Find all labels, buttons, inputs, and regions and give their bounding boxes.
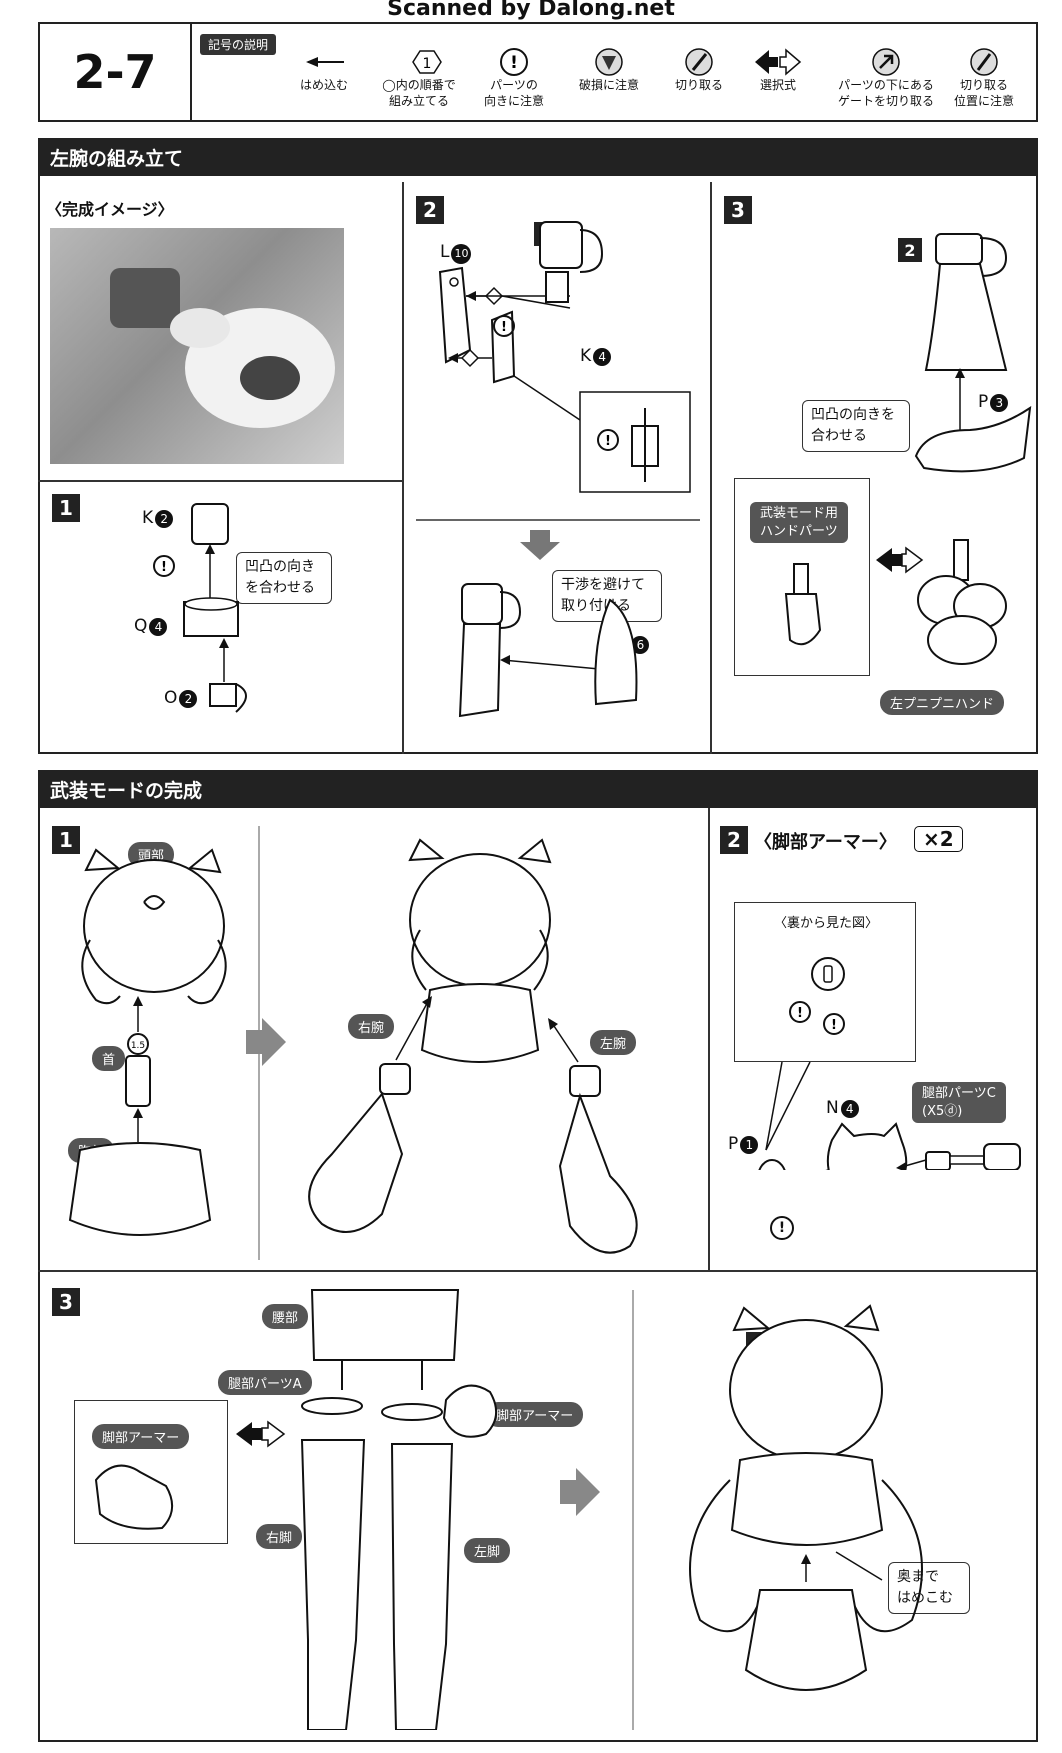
- right-leg-label: 右脚: [256, 1524, 303, 1549]
- back-view-label: 〈裏から見た図〉: [774, 916, 879, 931]
- svg-text:!: !: [831, 1018, 837, 1033]
- step1b-illustration: 1.5: [68, 838, 638, 1254]
- neck-size: 1.5: [131, 1041, 145, 1051]
- step3-callout: 凹凸の向きを 合わせる: [802, 400, 910, 452]
- cut-position-icon: [970, 48, 998, 76]
- neck-label: 首: [92, 1046, 126, 1071]
- step-1b-badge: 1: [52, 826, 80, 854]
- section-title-left-arm: 左腕の組み立て: [38, 138, 1038, 176]
- step-2-badge: 2: [416, 196, 444, 224]
- back-view-box: [734, 902, 916, 1062]
- cut-icon: [685, 48, 713, 76]
- preview-image: [50, 228, 344, 464]
- scan-credit: Scanned by Dalong.net: [387, 0, 675, 21]
- waist-label: 腰部: [262, 1304, 309, 1329]
- hand-option-box: [734, 478, 870, 676]
- arrow-left-icon: [306, 57, 344, 67]
- legend-label-select: 選択式: [759, 78, 797, 92]
- step2b-illustration: ! !: [758, 957, 1021, 1170]
- select-arrows-icon: [755, 48, 802, 76]
- gate-cut-icon: [872, 48, 900, 76]
- right-arm-label: 右腕: [348, 1014, 395, 1039]
- svg-text:1: 1: [423, 56, 432, 72]
- step1-illustration: !: [153, 503, 247, 713]
- svg-text:!: !: [605, 434, 611, 449]
- step1-callout: 凹凸の向き を合わせる: [236, 552, 332, 604]
- section-title-armed-mode: 武装モードの完成: [38, 770, 1038, 808]
- hand-option-label: 武装モード用 ハンドパーツ: [750, 502, 849, 544]
- legend-icons: 1 !: [306, 48, 998, 76]
- step-3-badge: 3: [724, 196, 752, 224]
- svg-text:!: !: [510, 53, 518, 73]
- leg-armor-label: 脚部アーマー: [486, 1402, 584, 1427]
- page-number: 2-7: [40, 24, 192, 120]
- legend-label-cut-position: 切り取る 位置に注意: [953, 78, 1015, 108]
- leg-armor-option-label: 脚部アーマー: [92, 1424, 190, 1449]
- preview-label: 〈完成イメージ〉: [46, 200, 174, 219]
- thigh-a-label: 腿部パーツA: [218, 1370, 312, 1395]
- left-hand-label: 左プニプニハンド: [880, 690, 1005, 715]
- step3-illustration: [784, 233, 1032, 665]
- leg-armor-option-box: [74, 1400, 228, 1544]
- step-2b-badge: 2: [720, 826, 748, 854]
- step-1-badge: 1: [52, 494, 80, 522]
- step-3b-badge: 3: [52, 1288, 80, 1316]
- step3b-callout: 奥まで はめこむ: [888, 1562, 970, 1614]
- legend-label-orientation: パーツの 向きに注意: [483, 78, 545, 108]
- svg-text:!: !: [797, 1006, 803, 1021]
- legend-header: 2-7 記号の説明: [38, 22, 1038, 122]
- multiplier-badge: ×2: [914, 826, 963, 852]
- legend-label-press: はめ込む: [299, 78, 349, 92]
- step-3-ref-badge: 2: [898, 238, 922, 262]
- left-leg-label: 左脚: [464, 1538, 511, 1563]
- exclamation-icon: !: [500, 48, 528, 76]
- legend-title: 記号の説明: [200, 34, 277, 55]
- damage-caution-icon: [595, 48, 623, 76]
- svg-text:!: !: [161, 560, 167, 575]
- svg-text:!: !: [501, 320, 507, 335]
- circled-one-icon: 1: [412, 50, 442, 74]
- legend-label-gate: パーツの下にある ゲートを切り取る: [837, 78, 935, 108]
- exclaim-p1: !: [770, 1216, 794, 1240]
- step2-illustration: ! !: [416, 221, 700, 718]
- legend-label-order: ◯内の順番で 組み立てる: [382, 78, 456, 108]
- legend-label-cut: 切り取る: [674, 78, 724, 92]
- thigh-part-c-label: 腿部パーツC (X5ⓓ): [912, 1082, 1006, 1124]
- step3b-illustration: [94, 1289, 923, 1730]
- left-arm-label: 左腕: [590, 1030, 637, 1055]
- leg-armor-title: 〈脚部アーマー〉: [754, 832, 897, 853]
- legend-label-damage: 破損に注意: [578, 78, 640, 92]
